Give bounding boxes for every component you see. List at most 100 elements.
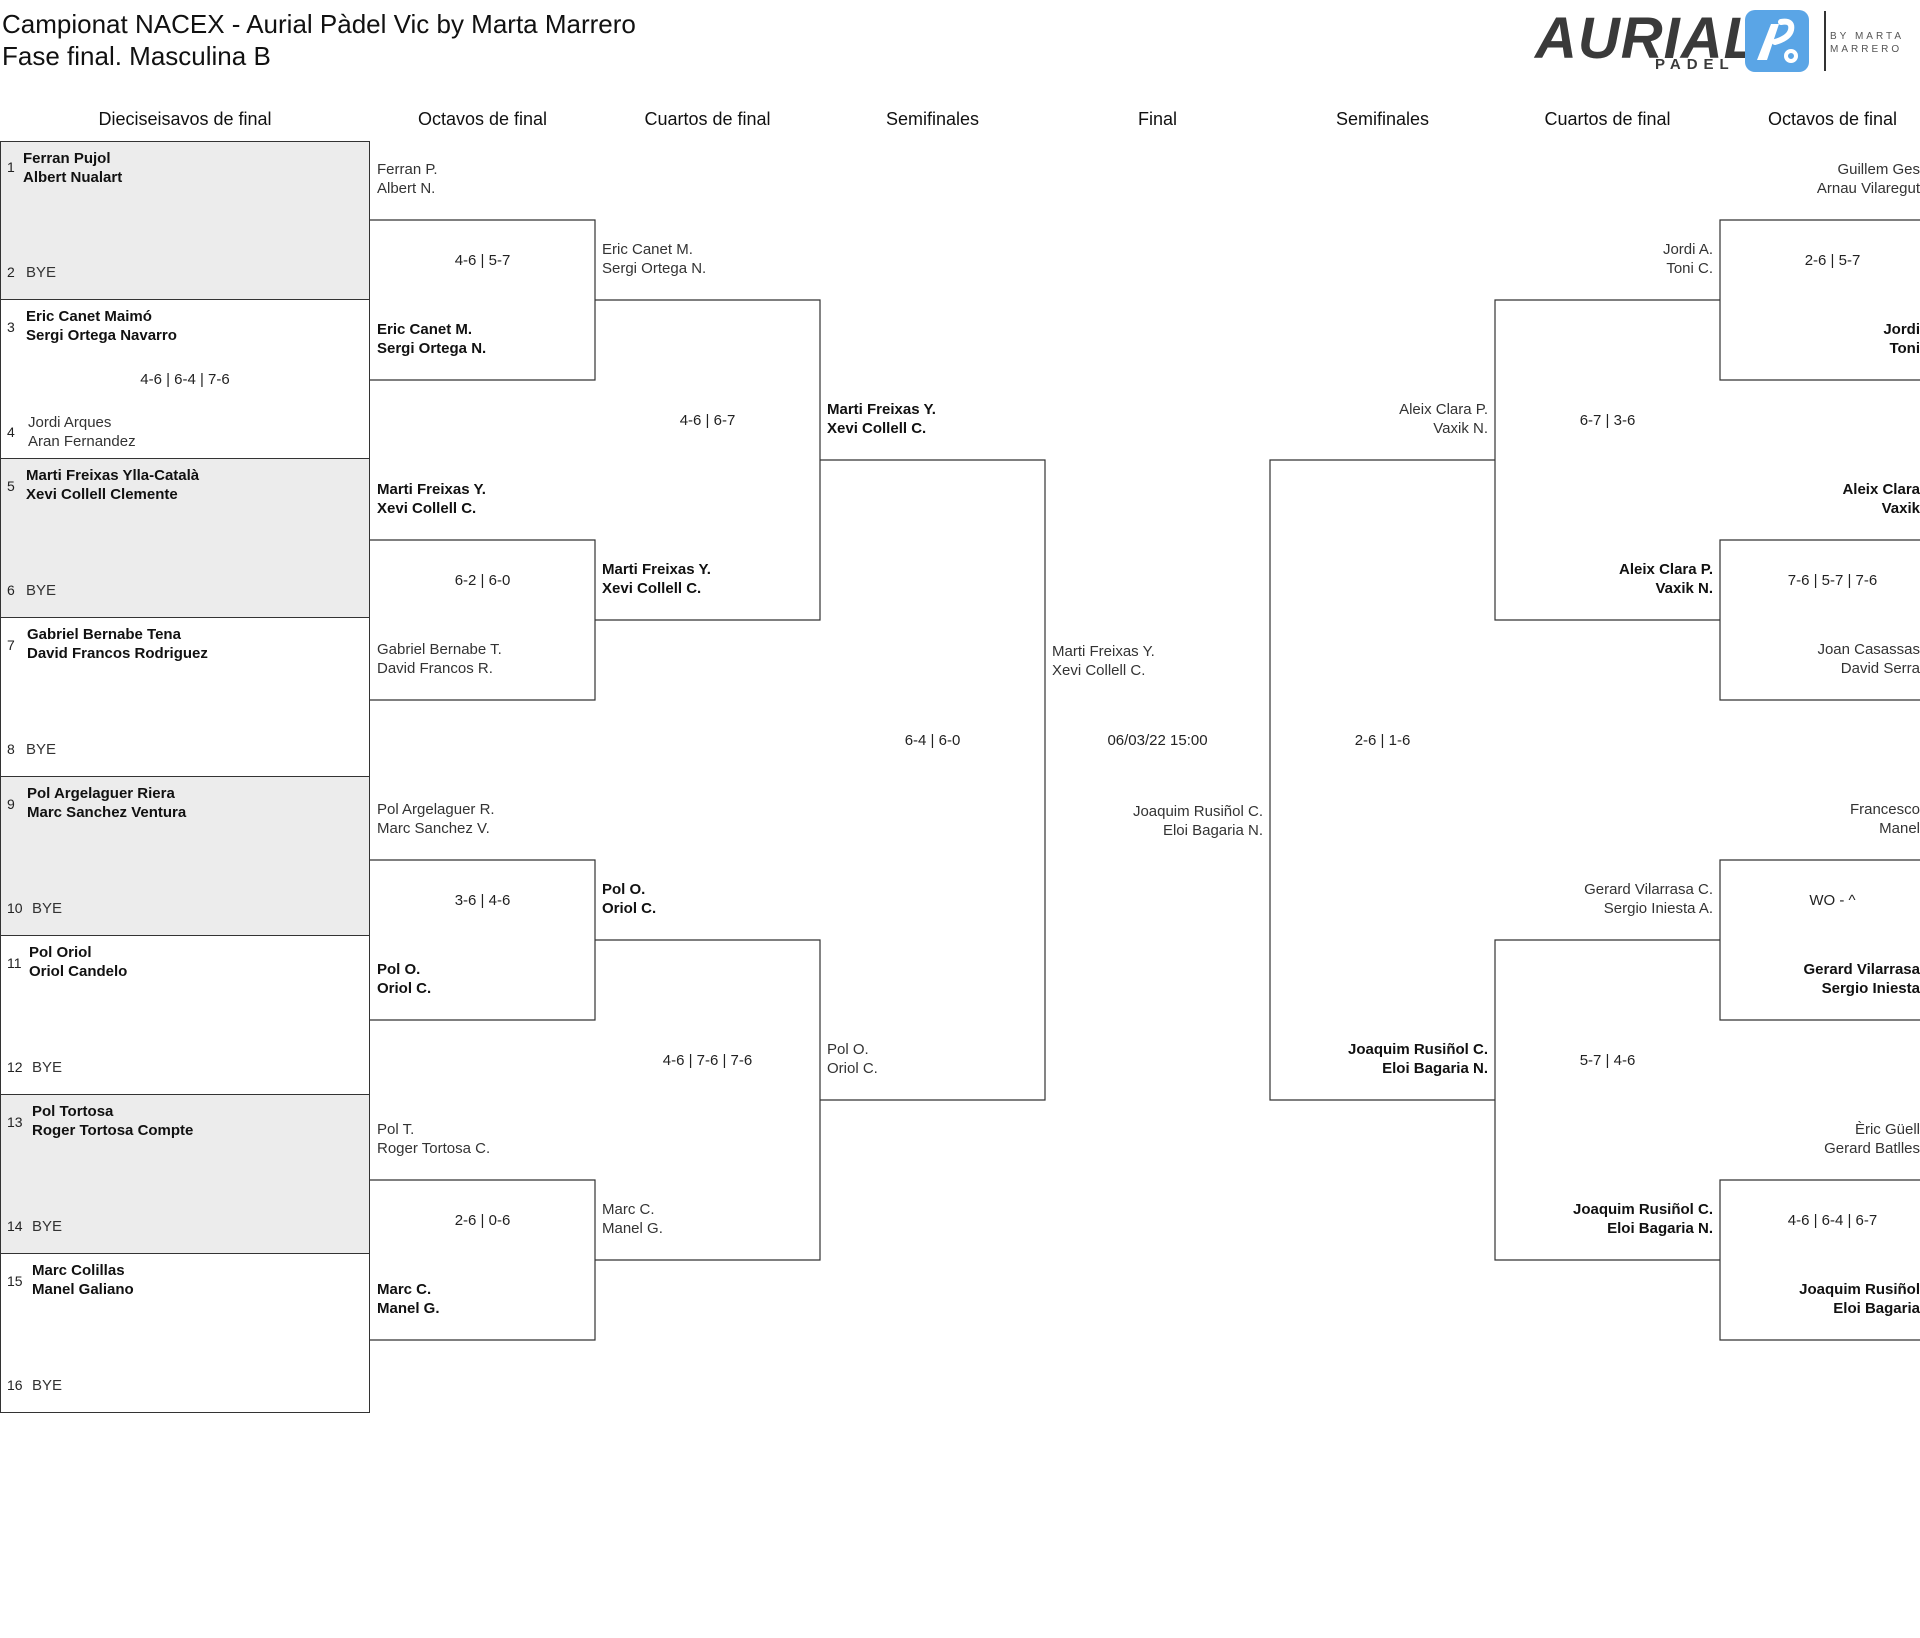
logo-byline: BY MARTA MARRERO [1830,31,1904,55]
team-name: Aleix Clara P. [1619,561,1713,578]
team-name: Sergi Ortega N. [377,340,487,357]
player-name: Marc Sanchez Ventura [27,804,187,821]
player-name: Albert Nualart [23,169,123,186]
finalist-team: Joaquim Rusiñol C. [1132,803,1263,820]
player-name: Aran Fernandez [28,433,136,450]
team-name: Marti Freixas Y. [602,561,711,578]
player-name: Pol Tortosa [32,1103,114,1120]
logo-subtext: PADEL [1655,56,1735,73]
bye-label: BYE [26,264,57,281]
team-name: Marc C. [377,1281,432,1298]
team-name: Eloi Bagaria N. [1382,1060,1488,1077]
header-quarterfinals-right: Cuartos de final [1544,109,1671,129]
bye-label: BYE [26,582,57,599]
team-name: Arnau Vilaregut [1816,180,1920,197]
player-name: Sergi Ortega Navarro [26,327,177,344]
header-semifinals-left: Semifinales [885,109,980,129]
seed-number: 6 [7,582,15,598]
player-name: Gabriel Bernabe Tena [27,626,181,643]
team-name: Joaquim Rusiñol [1799,1281,1920,1298]
seed-number: 12 [7,1059,23,1075]
match-score: 6-4 | 6-0 [904,732,961,749]
seed-number: 11 [7,955,22,971]
match-score: 4-6 | 6-7 [679,412,736,429]
seed-number: 14 [7,1218,23,1234]
match-score: 6-7 | 3-6 [1579,412,1636,429]
header-quarterfinals-left: Cuartos de final [644,109,771,129]
match-score: 6-2 | 6-0 [454,572,511,589]
seed-number: 7 [7,637,15,653]
logo-mark-icon [1745,10,1809,72]
logo-wordmark: AURIAL [1535,6,1761,71]
team-name: Gerard Vilarrasa [1803,961,1920,978]
player-name: David Francos Rodriguez [27,645,208,662]
player-name: Oriol Candelo [29,963,128,980]
player-name: Pol Oriol [29,944,92,961]
team-name: Vaxik N. [1655,580,1713,597]
match-score: 4-6 | 6-4 | 6-7 [1787,1212,1878,1229]
team-name: Vaxik N. [1433,420,1488,437]
finalist-team: Eloi Bagaria N. [1162,822,1263,839]
seed-number: 2 [7,264,15,280]
r32-slot-8 [0,1253,370,1413]
team-name: Manel G. [602,1220,663,1237]
team-name: Sergio Iniesta A. [1603,900,1713,917]
seed-number: 9 [7,796,15,812]
team-name: Francesco [1849,801,1920,818]
seed-number: 5 [7,478,15,494]
player-name: Roger Tortosa Compte [32,1122,194,1139]
team-name: Gerard Vilarrasa C. [1584,881,1713,898]
team-name: Èric Güell [1854,1121,1920,1138]
team-name: Jordi A. [1662,241,1713,258]
bye-label: BYE [32,1377,63,1394]
team-name: Toni [1889,340,1920,357]
team-name: Eric Canet M. [602,241,693,258]
team-name: Vaxik [1881,500,1920,517]
seed-number: 1 [7,159,15,175]
team-name: Marc C. [602,1201,655,1218]
team-name: Pol T. [377,1121,415,1138]
seed-number: 13 [7,1114,23,1130]
team-name: Albert N. [377,180,436,197]
team-name: Ferran P. [377,161,438,178]
match-score: 5-7 | 4-6 [1579,1052,1636,1069]
tournament-title: Campionat NACEX - Aurial Pàdel Vic by Ma… [2,9,636,39]
r32-slot-5 [0,776,370,936]
player-name: Marc Colillas [32,1262,125,1279]
team-name: Pol O. [377,961,421,978]
team-name: Aleix Clara P. [1399,401,1488,418]
player-name: Xevi Collell Clemente [26,486,178,503]
team-name: David Francos R. [377,660,493,677]
team-name: Eloi Bagaria N. [1607,1220,1713,1237]
team-name: Pol O. [602,881,646,898]
team-name: Oriol C. [827,1060,878,1077]
match-score: 7-6 | 5-7 | 7-6 [1787,572,1878,589]
bye-label: BYE [32,900,63,917]
player-name: Pol Argelaguer Riera [27,785,175,802]
team-name: Guillem Ges [1837,161,1920,178]
team-name: Pol Argelaguer R. [377,801,495,818]
team-name: Eric Canet M. [377,321,473,338]
phase-subtitle: Fase final. Masculina B [2,41,271,71]
header-round-of-16-left: Octavos de final [417,109,548,129]
team-name: Marti Freixas Y. [827,401,936,418]
team-name: Eloi Bagaria [1833,1300,1920,1317]
bye-label: BYE [32,1218,63,1235]
team-name: Gabriel Bernabe T. [377,641,502,658]
match-score: 4-6 | 6-4 | 7-6 [140,371,230,388]
match-score: 4-6 | 5-7 [454,252,511,269]
player-name: Eric Canet Maimó [26,308,152,325]
team-name: Roger Tortosa C. [377,1140,491,1157]
header-round-of-32: Dieciseisavos de final [98,109,272,129]
finalist-team: Xevi Collell C. [1052,662,1146,679]
match-score: 2-6 | 0-6 [454,1212,511,1229]
bye-label: BYE [26,741,57,758]
team-name: David Serra [1840,660,1920,677]
aurial-padel-logo: AURIAL PADEL BY MARTA MARRERO [1535,8,1920,78]
player-name: Jordi Arques [28,414,112,431]
header-final: Final [1137,109,1177,129]
match-score: 4-6 | 7-6 | 7-6 [662,1052,753,1069]
seed-number: 10 [7,900,23,916]
seed-number: 16 [7,1377,23,1393]
team-name: Manel G. [377,1300,440,1317]
